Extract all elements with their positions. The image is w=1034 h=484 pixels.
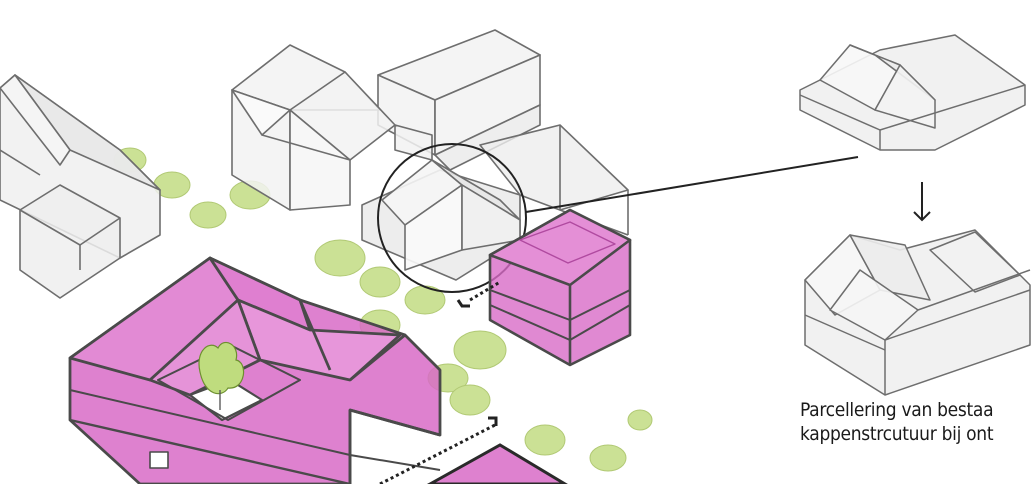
massing-before bbox=[799, 34, 1026, 151]
caption-line-1: Parcellering van bestaa bbox=[800, 399, 994, 421]
new-building-block-bottom bbox=[426, 443, 568, 484]
tree bbox=[627, 409, 653, 431]
courtyard-tree bbox=[198, 341, 245, 410]
new-building-courtyard bbox=[68, 256, 442, 484]
tree bbox=[189, 201, 227, 229]
section-marker bbox=[379, 280, 501, 484]
tree bbox=[589, 444, 627, 472]
existing-building-rear bbox=[231, 29, 541, 211]
down-arrow-icon bbox=[913, 182, 931, 222]
new-building-block-right bbox=[488, 208, 632, 367]
tree bbox=[359, 266, 401, 298]
existing-building-left bbox=[0, 74, 161, 299]
tree bbox=[449, 384, 491, 416]
circle-highlight-icon bbox=[377, 143, 527, 293]
highlighted-building bbox=[361, 124, 629, 281]
diagram-caption: Parcellering van bestaa kappenstrcutuur … bbox=[800, 398, 1034, 446]
connector-line bbox=[525, 156, 859, 213]
caption-line-2: kappenstrcutuur bij ont bbox=[800, 423, 994, 445]
massing-after bbox=[804, 229, 1031, 396]
trees bbox=[113, 147, 653, 472]
tree bbox=[524, 424, 566, 456]
tree bbox=[314, 239, 366, 277]
tree bbox=[453, 330, 507, 370]
tree bbox=[404, 285, 446, 315]
